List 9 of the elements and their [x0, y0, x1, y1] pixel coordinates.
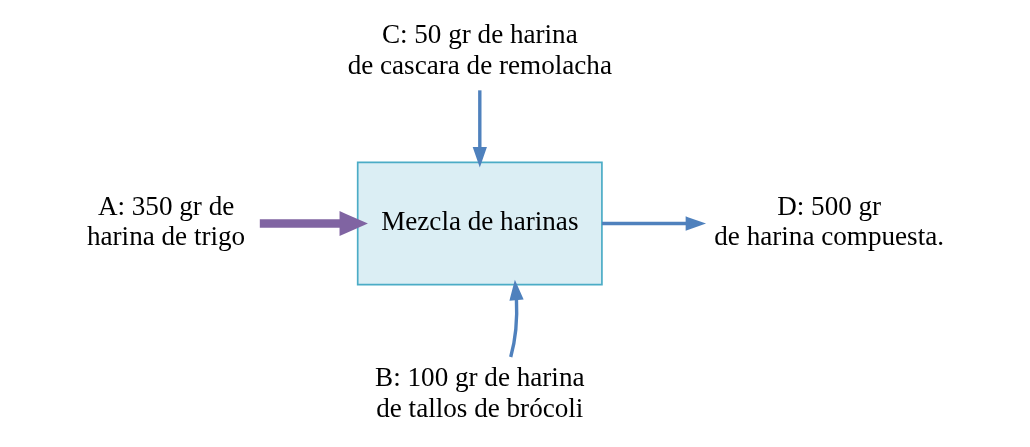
arrow: [601, 216, 707, 231]
node-text: A: 350 gr de harina de trigo: [86, 190, 246, 252]
node-text: C: 50 gr de harina de cascara de remolacha: [347, 19, 612, 80]
arrow: [259, 211, 368, 236]
node-text: D: 500 gr de harina compuesta.: [714, 190, 945, 252]
node-box: Mezcla de harinas: [356, 161, 603, 286]
arrow: [509, 279, 524, 358]
arrow: [472, 90, 487, 168]
node-text: B: 100 gr de harina de tallos de brócoli: [375, 361, 585, 423]
